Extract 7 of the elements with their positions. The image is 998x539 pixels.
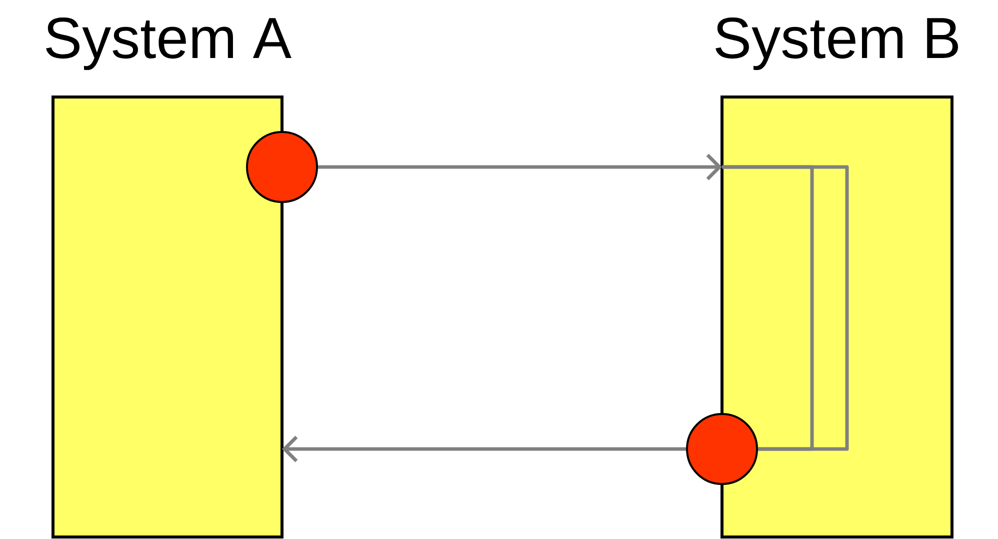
arrow — [282, 436, 686, 462]
arrow — [318, 154, 722, 180]
system-heading: System B — [716, 18, 958, 70]
connector-line — [722, 165, 849, 451]
port-circle — [686, 413, 758, 485]
system-heading: System A — [46, 18, 292, 70]
port-circle — [246, 131, 318, 203]
